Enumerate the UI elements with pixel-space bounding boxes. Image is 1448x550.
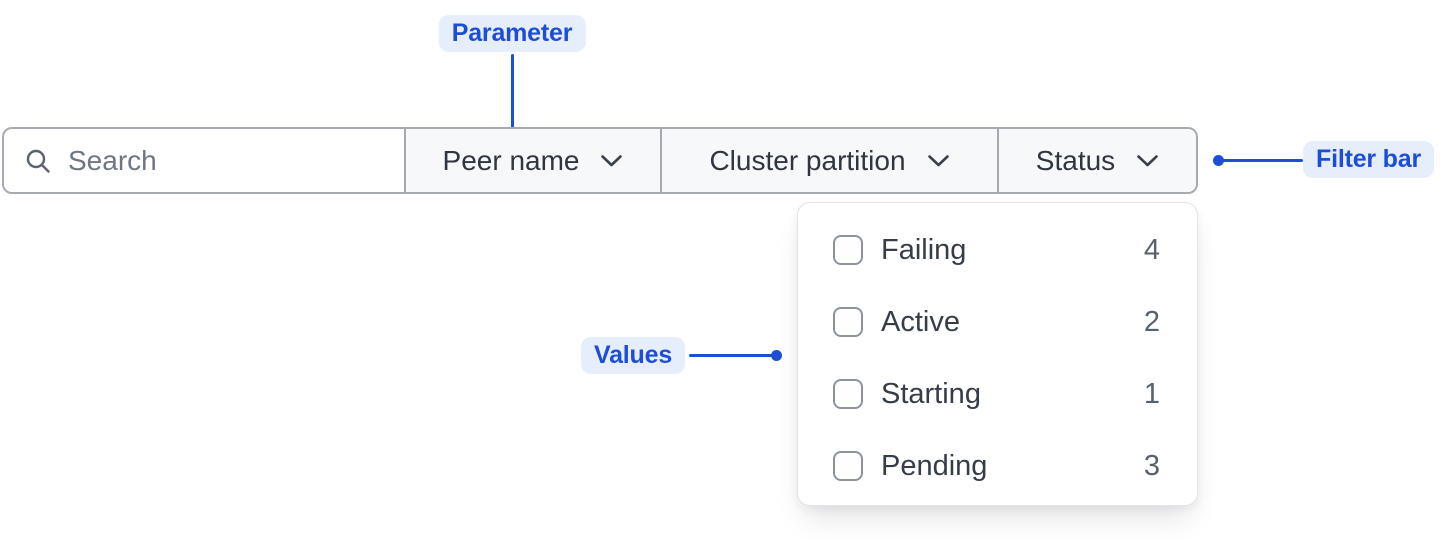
status-option-label: Pending [881,449,988,482]
chevron-down-icon [601,154,623,166]
chevron-down-icon [1137,154,1158,166]
status-dropdown-label: Status [1035,144,1116,176]
status-option-label: Starting [881,377,981,410]
status-option-count: 2 [1143,305,1160,338]
filter-bar: Peer name Cluster partition Status [2,127,1198,194]
status-option-count: 1 [1143,377,1160,410]
cluster-partition-dropdown[interactable]: Cluster partition [660,129,997,192]
filter-bar-connector-line [1222,159,1303,162]
filter-bar-connector-dot [1213,155,1224,166]
checkbox-pending[interactable] [833,451,863,481]
parameter-annotation-label: Parameter [438,15,586,52]
checkbox-starting[interactable] [833,379,863,409]
status-option-active[interactable]: Active 2 [798,286,1197,358]
values-annotation-label: Values [581,337,686,374]
status-option-count: 4 [1143,233,1160,266]
status-option-failing[interactable]: Failing 4 [798,214,1197,286]
status-option-label: Active [881,305,960,338]
status-option-count: 3 [1143,449,1160,482]
search-input[interactable] [68,144,398,177]
checkbox-failing[interactable] [833,235,863,265]
search-field[interactable] [4,129,404,192]
filter-bar-annotation-label: Filter bar [1303,141,1434,178]
values-connector-line [689,354,773,357]
status-dropdown-panel: Failing 4 Active 2 Starting 1 Pending 3 [797,202,1198,506]
values-connector-dot [771,350,782,361]
status-dropdown[interactable]: Status [997,129,1196,192]
status-option-pending[interactable]: Pending 3 [798,430,1197,502]
peer-name-dropdown[interactable]: Peer name [404,129,660,192]
peer-name-dropdown-label: Peer name [442,144,580,176]
status-option-label: Failing [881,233,967,266]
checkbox-active[interactable] [833,307,863,337]
parameter-connector-line [511,54,514,138]
search-icon [26,149,50,173]
status-option-starting[interactable]: Starting 1 [798,358,1197,430]
chevron-down-icon [927,154,949,166]
cluster-partition-dropdown-label: Cluster partition [709,144,906,176]
